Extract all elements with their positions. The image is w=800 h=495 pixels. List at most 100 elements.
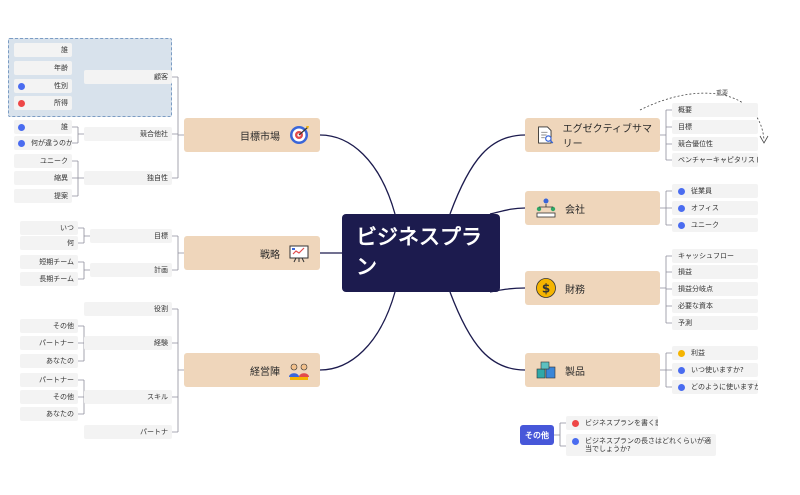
item-skills-other[interactable]: その他 [20, 390, 78, 404]
item-label: 必要な資本 [678, 302, 713, 310]
subtopic-goals[interactable]: 目標 [90, 229, 172, 243]
question-marker-icon [678, 366, 685, 374]
item-label: 誰 [61, 123, 68, 131]
question-marker-icon [678, 383, 685, 391]
item-label: あなたの [46, 410, 74, 418]
organization-icon [536, 198, 556, 218]
item-label: 競合優位性 [678, 140, 713, 148]
topic-management[interactable]: 経営陣 [184, 353, 320, 387]
item-plan-length[interactable]: ビジネスプランの長さはどれくらいが適当でしょうか? [566, 434, 716, 456]
central-topic[interactable]: ビジネスプラ ン [342, 214, 500, 292]
right-brackets [554, 109, 672, 447]
topic-product[interactable]: 製品 [525, 353, 660, 387]
alert-marker-icon [18, 99, 25, 107]
subtopic-customer[interactable]: 顧客 [84, 70, 172, 84]
item-what[interactable]: 何 [20, 236, 78, 250]
subtopic-plan[interactable]: 計画 [90, 263, 172, 277]
topic-company-label: 会社 [565, 204, 585, 216]
central-title-line-2: ン [356, 255, 377, 279]
management-brackets [78, 308, 184, 433]
topic-finance-label: 財務 [565, 284, 585, 296]
subtopic-uniqueness-label: 独自性 [147, 174, 168, 182]
question-marker-icon [572, 438, 579, 445]
item-objectives[interactable]: 目標 [672, 120, 758, 134]
item-how-use[interactable]: どのように使いますか? [672, 380, 758, 394]
item-label: 年齢 [54, 64, 68, 72]
item-overview[interactable]: 概要 [672, 103, 758, 117]
floating-topic-other[interactable]: その他 [520, 425, 554, 445]
item-label: 何が違うのか [31, 139, 72, 147]
item-employees[interactable]: 従業員 [672, 184, 758, 198]
item-label: 従業員 [691, 187, 712, 195]
target-icon [290, 126, 309, 144]
subtopic-experience-label: 経験 [154, 339, 168, 347]
subtopic-experience[interactable]: 経験 [84, 336, 172, 350]
item-before-writing[interactable]: ビジネスプランを書く前に [566, 416, 658, 430]
item-label: 性別 [54, 82, 68, 90]
presentation-board-icon [289, 245, 309, 263]
item-when-use[interactable]: いつ使いますか? [672, 363, 758, 377]
topic-company[interactable]: 会社 [525, 191, 660, 225]
alert-marker-icon [572, 419, 579, 427]
topic-executive-summary[interactable]: エグゼクティブサマリー [525, 118, 660, 152]
item-proposal[interactable]: 提案 [14, 189, 72, 203]
subtopic-uniqueness[interactable]: 独自性 [84, 171, 172, 185]
subtopic-skills[interactable]: スキル [84, 390, 172, 404]
subtopic-roles[interactable]: 役割 [84, 302, 172, 316]
svg-text:$: $ [542, 282, 550, 296]
item-label: 損益 [678, 268, 692, 276]
item-forecast[interactable]: 予測 [672, 316, 758, 330]
item-label: 利益 [691, 349, 705, 357]
question-marker-icon [18, 139, 25, 147]
item-competitive-advantage[interactable]: 競合優位性 [672, 137, 758, 151]
item-venture-capitalist[interactable]: ベンチャーキャピタリスト [672, 153, 758, 167]
item-company-unique[interactable]: ユニーク [672, 218, 758, 232]
item-customer-income[interactable]: 所得 [14, 96, 72, 110]
item-customer-who[interactable]: 誰 [14, 43, 72, 57]
item-experience-other[interactable]: その他 [20, 319, 78, 333]
item-office[interactable]: オフィス [672, 201, 758, 215]
item-skills-partner[interactable]: パートナー [20, 373, 78, 387]
item-label: 予測 [678, 319, 692, 327]
item-difference[interactable]: 縮異 [14, 171, 72, 185]
item-customer-age[interactable]: 年齢 [14, 61, 72, 75]
info-marker-icon [18, 123, 25, 131]
item-profit-loss[interactable]: 損益 [672, 265, 758, 279]
item-label: 誰 [61, 46, 68, 54]
item-break-even[interactable]: 損益分岐点 [672, 282, 758, 296]
topic-target-market[interactable]: 目標市場 [184, 118, 320, 152]
item-unique[interactable]: ユニーク [14, 154, 72, 168]
item-label: 損益分岐点 [678, 285, 713, 293]
item-experience-yours[interactable]: あなたの [20, 354, 78, 368]
topic-finance[interactable]: $ 財務 [525, 271, 660, 305]
item-when[interactable]: いつ [20, 221, 78, 235]
item-required-capital[interactable]: 必要な資本 [672, 299, 758, 313]
link-market [319, 134, 396, 215]
item-skills-yours[interactable]: あなたの [20, 407, 78, 421]
item-long-term-team[interactable]: 長期チーム [20, 272, 78, 286]
item-benefit[interactable]: 利益 [672, 346, 758, 360]
smiley-marker-icon [678, 349, 685, 357]
item-label: 短期チーム [39, 258, 74, 266]
item-label: ユニーク [691, 221, 719, 229]
item-label: 所得 [54, 99, 68, 107]
item-competitor-difference[interactable]: 何が違うのか [14, 136, 72, 150]
item-customer-gender[interactable]: 性別 [14, 79, 72, 93]
subtopic-competitors[interactable]: 競合他社 [84, 127, 172, 141]
relation-label: 重要 [716, 90, 729, 97]
link-product [449, 291, 526, 371]
item-label: 目標 [678, 123, 692, 131]
topic-target-market-label: 目標市場 [240, 131, 280, 143]
topic-executive-summary-label: エグゼクティブサマリー [562, 124, 652, 150]
item-competitor-who[interactable]: 誰 [14, 120, 72, 134]
item-experience-partner[interactable]: パートナー [20, 336, 78, 350]
item-short-term-team[interactable]: 短期チーム [20, 255, 78, 269]
subtopic-partners[interactable]: パートナ [84, 425, 172, 439]
topic-strategy[interactable]: 戦略 [184, 236, 320, 270]
item-cash-flow[interactable]: キャッシュフロー [672, 249, 758, 263]
item-label: その他 [53, 322, 74, 330]
subtopic-goals-label: 目標 [154, 232, 168, 240]
item-label: いつ使いますか? [691, 366, 744, 374]
link-company [489, 207, 526, 215]
